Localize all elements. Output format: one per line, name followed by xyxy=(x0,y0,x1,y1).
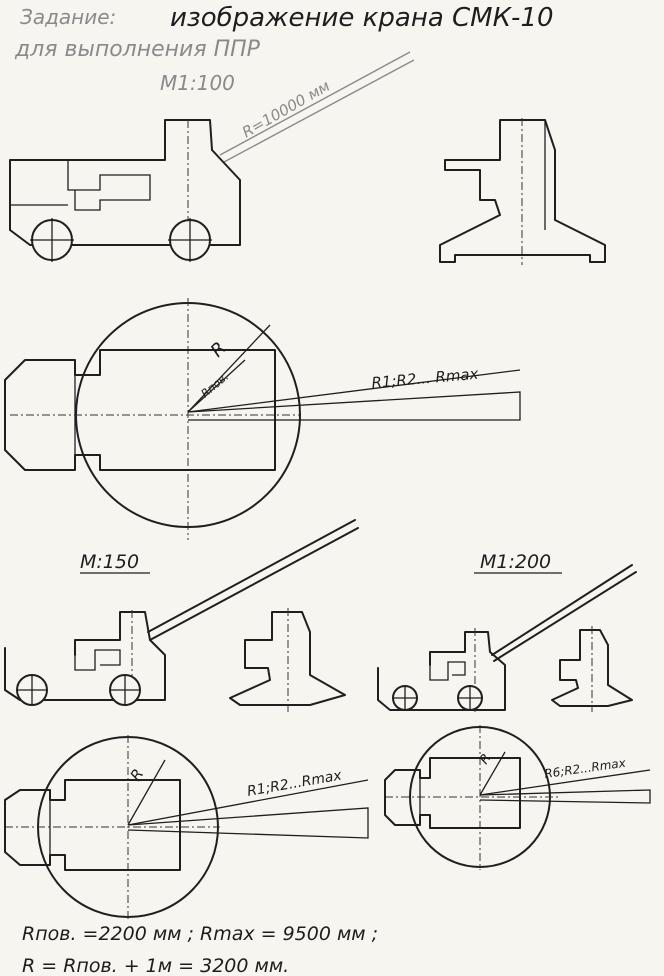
crane-side-view-small xyxy=(377,564,637,712)
sheet-title: изображение крана СМК-10 xyxy=(170,3,554,33)
boom-radius-label: R=10000 мм xyxy=(239,77,333,142)
crane-front-view-medium xyxy=(229,608,346,712)
scale-left-label: М:150 xyxy=(80,551,139,573)
radii-series-left-label: R1;R2...Rmax xyxy=(246,767,344,799)
radii-series-top-label: R1;R2... Rmax xyxy=(371,365,479,392)
scale-main-label: М1:100 xyxy=(160,71,235,95)
crane-front-view-large xyxy=(439,118,606,265)
prefix-label: Задание: xyxy=(20,5,116,29)
crane-front-view-small xyxy=(551,626,633,712)
crane-side-view-medium xyxy=(4,519,359,706)
crane-plan-view-small: R R6;R2...Rmax xyxy=(384,725,651,870)
formula-line-2: R = Rпов. + 1м = 3200 мм. xyxy=(22,955,289,976)
radius-r-label-medium: R xyxy=(127,765,148,784)
scale-right-label: М1:200 xyxy=(480,551,551,573)
crane-plan-view-large: R Rпов. R1;R2... Rmax xyxy=(4,298,521,540)
radii-series-right-label: R6;R2...Rmax xyxy=(543,756,627,781)
sheet-subtitle: для выполнения ППР xyxy=(14,37,261,62)
crane-plan-view-medium: R R1;R2...Rmax xyxy=(4,735,369,920)
radius-pov-label: Rпов. xyxy=(199,370,232,400)
radius-r-label: R xyxy=(207,338,231,362)
formula-line-1: Rпов. =2200 мм ; Rmax = 9500 мм ; xyxy=(22,923,378,945)
